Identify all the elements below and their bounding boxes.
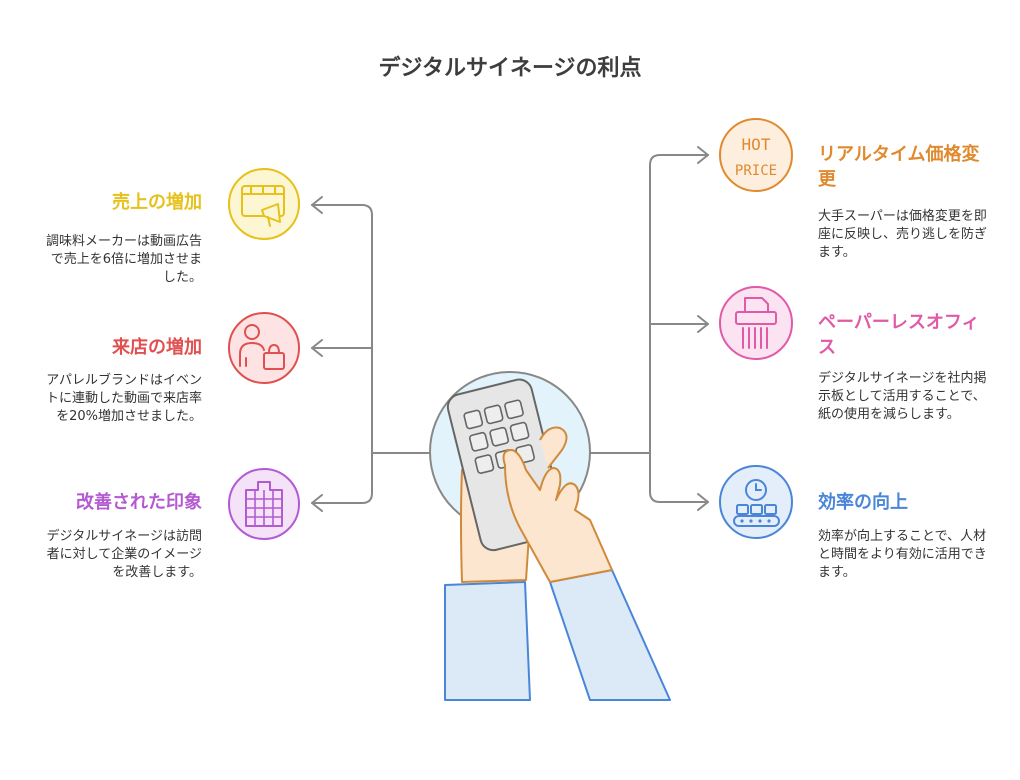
left-connectors	[311, 196, 431, 512]
right-item-title-3: 効率の向上	[818, 492, 908, 513]
billboard-megaphone-icon	[228, 168, 300, 240]
hands-tablet-icon	[429, 371, 671, 701]
right-item-desc-3: 効率が向上することで、人材と時間をより有効に活用できます。	[818, 529, 987, 580]
right-item-desc-2: デジタルサイネージを社内掲示板として活用することで、紙の使用を減らします。	[818, 371, 987, 422]
left-item-title-2: 来店の増加	[112, 337, 202, 358]
right-item-title-1: リアルタイム価格変更	[818, 144, 980, 190]
office-building-icon	[228, 468, 300, 540]
right-item-desc-1: 大手スーパーは価格変更を即座に反映し、売り逃しを防ぎます。	[818, 209, 988, 260]
left-item-desc-2: アパレルブランドはイベントに連動した動画で来店率を20%増加させました。	[45, 373, 202, 424]
clock-conveyor-icon	[719, 465, 793, 539]
shopper-bag-icon	[228, 312, 300, 384]
left-item-title-3: 改善された印象	[76, 492, 202, 513]
hot-label: HOT	[742, 135, 771, 154]
paper-shredder-icon	[719, 286, 793, 360]
right-connectors	[589, 146, 709, 511]
hot-price-icon: HOT PRICE	[719, 118, 793, 192]
price-label: PRICE	[735, 163, 777, 179]
left-item-title-1: 売上の増加	[112, 192, 202, 213]
left-item-desc-3: デジタルサイネージは訪問者に対して企業のイメージを改善します。	[46, 529, 202, 580]
right-item-title-2: ペーパーレスオフィス	[818, 312, 980, 358]
diagram-title: デジタルサイネージの利点	[378, 56, 642, 81]
left-item-desc-1: 調味料メーカーは動画広告で売上を6倍に増加させました。	[45, 234, 202, 285]
